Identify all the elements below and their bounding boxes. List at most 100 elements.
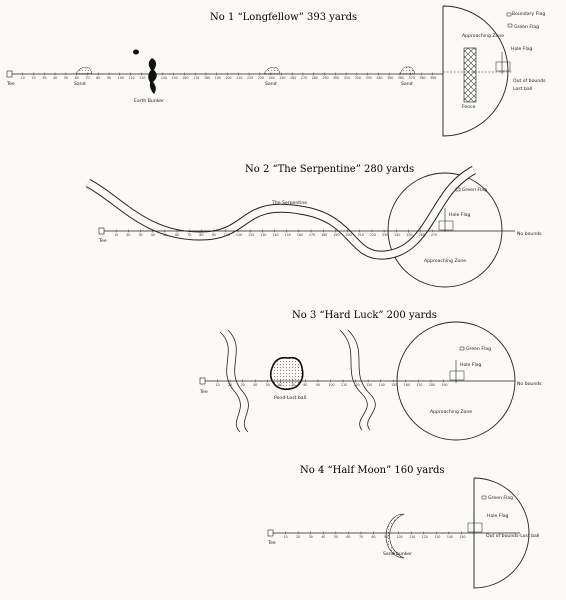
yard-tick-label: 180 xyxy=(429,383,435,387)
hole-3-tee-box xyxy=(199,377,206,385)
yard-tick-label: 210 xyxy=(236,76,242,80)
hole-2-tee-label: Tee xyxy=(98,238,107,244)
hole-4-green xyxy=(473,477,530,589)
yard-tick-label: 290 xyxy=(322,76,328,80)
hole-1-boundary-flag-label: Boundary Flag xyxy=(512,11,545,17)
hole-3-no-bounds-label: No bounds xyxy=(517,381,542,387)
yard-tick-label: 150 xyxy=(285,233,291,237)
yard-tick-label: 220 xyxy=(247,76,253,80)
yard-tick-label: 170 xyxy=(193,76,199,80)
yard-tick-label: 180 xyxy=(321,233,327,237)
yard-tick-label: 120 xyxy=(422,535,428,539)
yard-tick-label: 390 xyxy=(430,76,436,80)
yard-tick-label: 250 xyxy=(279,76,285,80)
yard-tick-label: 310 xyxy=(344,76,350,80)
yard-tick-label: 320 xyxy=(355,76,361,80)
hole-3-stream-left-b xyxy=(227,329,249,433)
yard-tick-label: 40 xyxy=(321,535,325,539)
yard-tick-label: 340 xyxy=(376,76,382,80)
hole-1-sand-2-label: Sand xyxy=(265,81,277,87)
hole-1-sand-3 xyxy=(399,66,416,75)
yard-tick-label: 90 xyxy=(107,76,111,80)
hole-1-earth-bunker-label: Earth Bunker xyxy=(134,98,164,104)
hole-4-green-flag-label: Green Flag xyxy=(488,495,513,501)
yard-tick-label: 160 xyxy=(297,233,303,237)
hole-1-green-flag-label: Green Flag xyxy=(514,24,539,30)
yard-tick-label: 120 xyxy=(248,233,254,237)
yard-tick-label: 240 xyxy=(394,233,400,237)
yard-tick-label: 90 xyxy=(212,233,216,237)
yard-tick-label: 150 xyxy=(391,383,397,387)
hole-4-title: No 4 “Half Moon” 160 yards xyxy=(300,465,445,476)
yard-tick-label: 200 xyxy=(346,233,352,237)
yard-tick-label: 250 xyxy=(406,233,412,237)
hole-1-sand-3-label: Sand xyxy=(401,81,413,87)
yard-tick-label: 40 xyxy=(53,76,57,80)
hole-2: No 2 “The Serpentine” 280 yards The Serp… xyxy=(85,164,542,288)
yard-tick-label: 110 xyxy=(129,76,135,80)
yard-tick-label: 100 xyxy=(224,233,230,237)
hole-4-hole-flag-label: Hole Flag xyxy=(487,513,509,519)
yard-tick-label: 160 xyxy=(182,76,188,80)
yard-tick-label: 20 xyxy=(228,383,232,387)
yard-tick-label: 70 xyxy=(359,535,363,539)
hole-4-tee-label: Tee xyxy=(267,540,276,546)
yard-tick-label: 40 xyxy=(253,383,257,387)
yard-tick-label: 170 xyxy=(416,383,422,387)
yard-tick-label: 100 xyxy=(329,383,335,387)
yard-tick-label: 330 xyxy=(366,76,372,80)
hole-2-green-flag-label: Green Flag xyxy=(462,187,487,193)
yard-tick-label: 70 xyxy=(85,76,89,80)
hole-1-green xyxy=(442,5,509,137)
yard-tick-label: 160 xyxy=(404,383,410,387)
yard-tick-label: 80 xyxy=(372,535,376,539)
hole-3-stream-right-a xyxy=(339,329,368,431)
yard-tick-label: 130 xyxy=(366,383,372,387)
yard-tick-label: 110 xyxy=(236,233,242,237)
yard-tick-label: 20 xyxy=(296,535,300,539)
hole-2-hole-box xyxy=(438,220,454,231)
yard-tick-label: 190 xyxy=(333,233,339,237)
hole-1: No 1 “Longfellow” 393 yards Fence Approa… xyxy=(6,5,546,137)
hole-2-no-bounds-label: No bounds xyxy=(517,231,542,237)
yard-tick-label: 130 xyxy=(434,535,440,539)
hole-3-hole-flag-label: Hole Flag xyxy=(460,362,482,368)
hole-2-hole-flag-label: Hole Flag xyxy=(449,212,471,218)
hole-1-earth-bunker xyxy=(148,58,157,94)
yard-tick-label: 60 xyxy=(278,383,282,387)
yard-tick-label: 130 xyxy=(260,233,266,237)
yard-tick-label: 30 xyxy=(241,383,245,387)
yard-tick-label: 90 xyxy=(384,535,388,539)
hole-2-serpentine-label: The Serpentine xyxy=(271,200,307,206)
yard-tick-label: 40 xyxy=(151,233,155,237)
yard-tick-label: 110 xyxy=(409,535,415,539)
hole-1-sand-1-label: Sand xyxy=(74,81,86,87)
yard-tick-label: 80 xyxy=(199,233,203,237)
hole-2-serpentine-inner xyxy=(86,166,476,259)
yard-tick-label: 10 xyxy=(284,535,288,539)
yard-tick-label: 110 xyxy=(341,383,347,387)
yard-tick-label: 230 xyxy=(258,76,264,80)
hole-1-out-of-bounds-label: Out of bounds xyxy=(513,78,546,84)
hole-2-title: No 2 “The Serpentine” 280 yards xyxy=(245,164,414,175)
yard-tick-label: 350 xyxy=(387,76,393,80)
yard-tick-label: 140 xyxy=(447,535,453,539)
yard-tick-label: 150 xyxy=(459,535,465,539)
hole-4: No 4 “Half Moon” 160 yards Sand bunker 1… xyxy=(267,465,539,589)
yard-tick-label: 190 xyxy=(441,383,447,387)
yard-tick-label: 10 xyxy=(21,76,25,80)
hole-2-green-flag-icon xyxy=(455,187,461,192)
hole-3-green-flag-icon xyxy=(459,346,465,351)
yard-tick-label: 50 xyxy=(266,383,270,387)
yard-tick-label: 10 xyxy=(114,233,118,237)
hole-1-ticks: 1020304050607080901001101201301401501601… xyxy=(21,72,436,80)
yard-tick-label: 260 xyxy=(419,233,425,237)
yard-tick-label: 200 xyxy=(226,76,232,80)
hole-3-approach-label: Approaching Zone xyxy=(430,409,472,415)
yard-tick-label: 140 xyxy=(273,233,279,237)
yard-tick-label: 50 xyxy=(64,76,68,80)
yard-tick-label: 240 xyxy=(269,76,275,80)
hole-3-pond-label: Pond-Lost ball xyxy=(274,395,306,401)
yard-tick-label: 140 xyxy=(161,76,167,80)
